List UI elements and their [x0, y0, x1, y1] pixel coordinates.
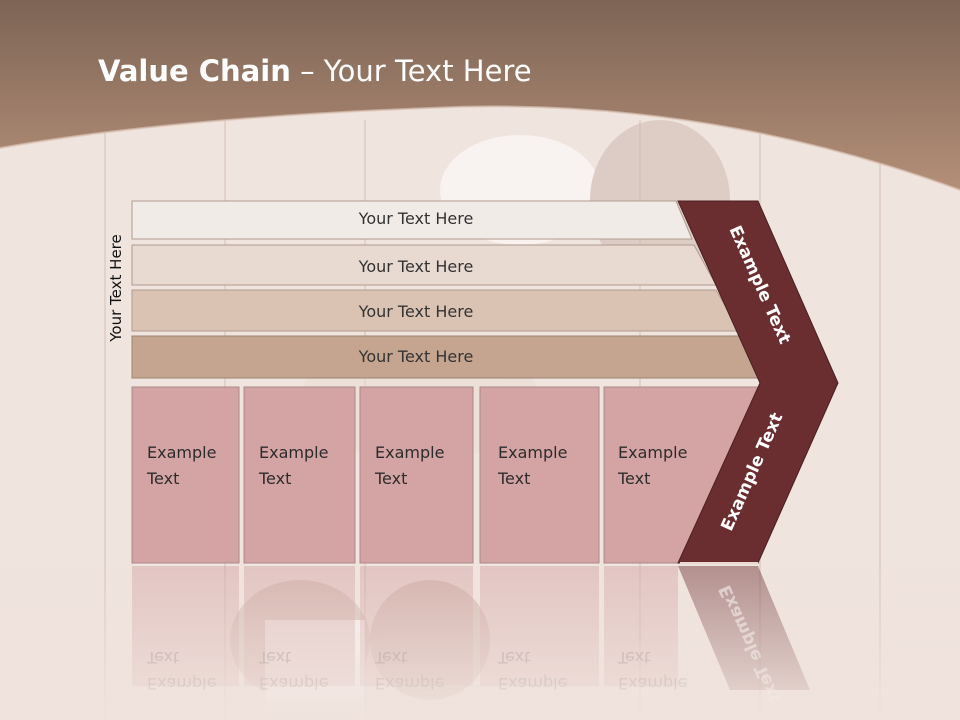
box-1-line2: Text — [146, 469, 179, 488]
row-1-label: Your Text Here — [358, 209, 474, 228]
box-4-line1: Example — [498, 443, 567, 462]
box-4 — [479, 386, 600, 564]
box-5-line2: Text — [617, 469, 650, 488]
row-4-label: Your Text Here — [358, 347, 474, 366]
box-3-line1: Example — [375, 443, 444, 462]
value-chain-boxes: Example Text Example Text Example Text E… — [131, 386, 761, 564]
box-4-line2: Text — [497, 469, 530, 488]
slide-title: Value Chain – Your Text Here — [98, 54, 532, 88]
box-2-line1: Example — [259, 443, 328, 462]
box-3 — [359, 386, 474, 564]
box-5-line1: Example — [618, 443, 687, 462]
slide-title-rest: – Your Text Here — [290, 54, 532, 88]
box-1 — [131, 386, 240, 564]
side-label: Your Text Here — [107, 234, 125, 342]
box-2-line2: Text — [258, 469, 291, 488]
reflection-fade — [0, 566, 960, 720]
row-3-label: Your Text Here — [358, 302, 474, 321]
box-1-line1: Example — [147, 443, 216, 462]
slide-title-bold: Value Chain — [98, 54, 291, 88]
box-2 — [243, 386, 356, 564]
header-band — [0, 0, 960, 190]
value-chain-rows: Your Text Here Your Text Here Your Text … — [131, 200, 765, 379]
box-3-line2: Text — [374, 469, 407, 488]
row-1 — [131, 200, 693, 240]
row-2-label: Your Text Here — [358, 257, 474, 276]
